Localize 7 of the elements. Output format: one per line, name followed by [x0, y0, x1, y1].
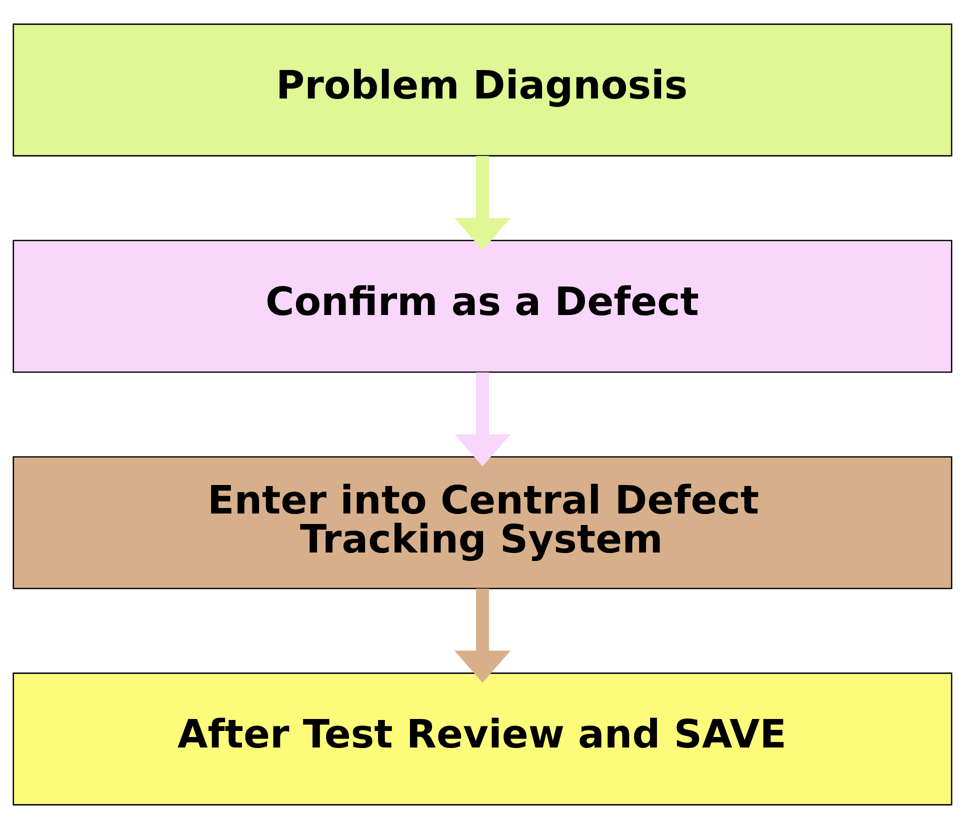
node-box: Problem Diagnosis	[12, 24, 952, 156]
arrow	[454, 156, 511, 250]
node-box: After Test Review and SAVE	[12, 672, 952, 806]
node-box: Enter into Central Defect Tracking System	[12, 456, 952, 590]
node-box: Confirm as a Defect	[12, 240, 952, 373]
arrow	[454, 372, 511, 466]
arrow	[454, 588, 511, 683]
